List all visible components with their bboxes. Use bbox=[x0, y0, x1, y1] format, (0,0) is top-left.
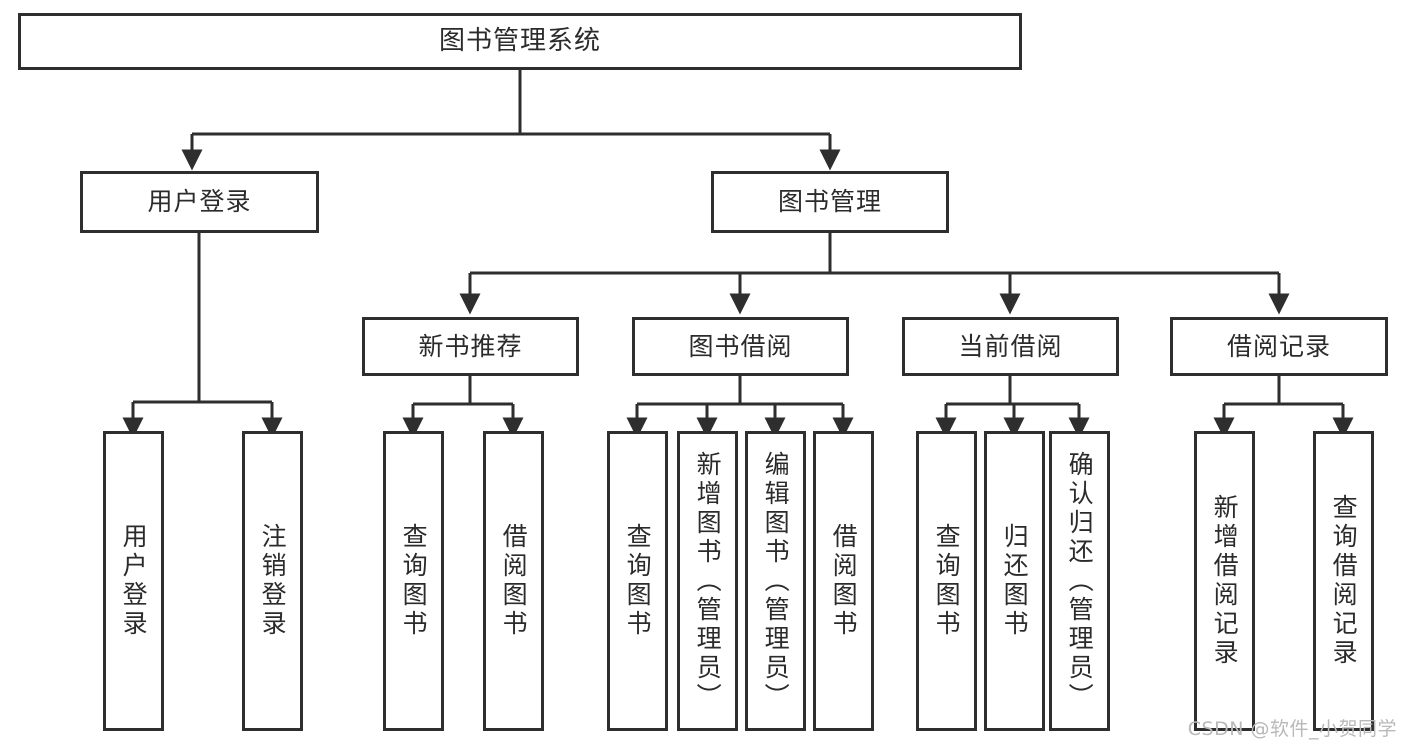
leaf-label: 借阅图书 bbox=[829, 523, 859, 639]
leaf-current-return-book[interactable]: 归还图书 bbox=[984, 431, 1045, 731]
node-new-book-recommend[interactable]: 新书推荐 bbox=[362, 317, 579, 376]
node-book-management[interactable]: 图书管理 bbox=[711, 171, 949, 233]
node-borrow-record[interactable]: 借阅记录 bbox=[1170, 317, 1388, 376]
leaf-label: 确认归还（管理员） bbox=[1065, 450, 1095, 712]
leaf-user-login-logout[interactable]: 注销登录 bbox=[242, 431, 303, 731]
node-book-borrow[interactable]: 图书借阅 bbox=[632, 317, 849, 376]
leaf-label: 注销登录 bbox=[258, 523, 288, 639]
leaf-label: 查询图书 bbox=[399, 523, 429, 639]
leaf-current-query-book[interactable]: 查询图书 bbox=[916, 431, 977, 731]
leaf-label: 查询图书 bbox=[932, 523, 962, 639]
leaf-label: 查询借阅记录 bbox=[1329, 494, 1359, 668]
watermark: CSDN @软件_小贺同学 bbox=[1187, 718, 1397, 740]
leaf-record-add-record[interactable]: 新增借阅记录 bbox=[1194, 431, 1255, 731]
leaf-borrow-borrow-book[interactable]: 借阅图书 bbox=[813, 431, 874, 731]
leaf-label: 新增借阅记录 bbox=[1210, 494, 1240, 668]
leaf-user-login-login[interactable]: 用户登录 bbox=[103, 431, 164, 731]
leaf-label: 归还图书 bbox=[1000, 523, 1030, 639]
node-user-login[interactable]: 用户登录 bbox=[80, 171, 319, 233]
leaf-recommend-query-book[interactable]: 查询图书 bbox=[383, 431, 444, 731]
leaf-label: 用户登录 bbox=[119, 523, 149, 639]
leaf-label: 查询图书 bbox=[623, 523, 653, 639]
leaf-current-confirm-return-admin[interactable]: 确认归还（管理员） bbox=[1049, 431, 1110, 731]
leaf-borrow-edit-book-admin[interactable]: 编辑图书（管理员） bbox=[745, 431, 806, 731]
leaf-recommend-borrow-book[interactable]: 借阅图书 bbox=[483, 431, 544, 731]
node-current-borrow[interactable]: 当前借阅 bbox=[902, 317, 1119, 376]
leaf-label: 新增图书（管理员） bbox=[693, 450, 723, 712]
leaf-label: 编辑图书（管理员） bbox=[761, 450, 791, 712]
leaf-record-query-record[interactable]: 查询借阅记录 bbox=[1313, 431, 1374, 731]
leaf-borrow-query-book[interactable]: 查询图书 bbox=[607, 431, 668, 731]
node-root-system[interactable]: 图书管理系统 bbox=[18, 13, 1022, 70]
leaf-label: 借阅图书 bbox=[499, 523, 529, 639]
leaf-borrow-add-book-admin[interactable]: 新增图书（管理员） bbox=[677, 431, 738, 731]
